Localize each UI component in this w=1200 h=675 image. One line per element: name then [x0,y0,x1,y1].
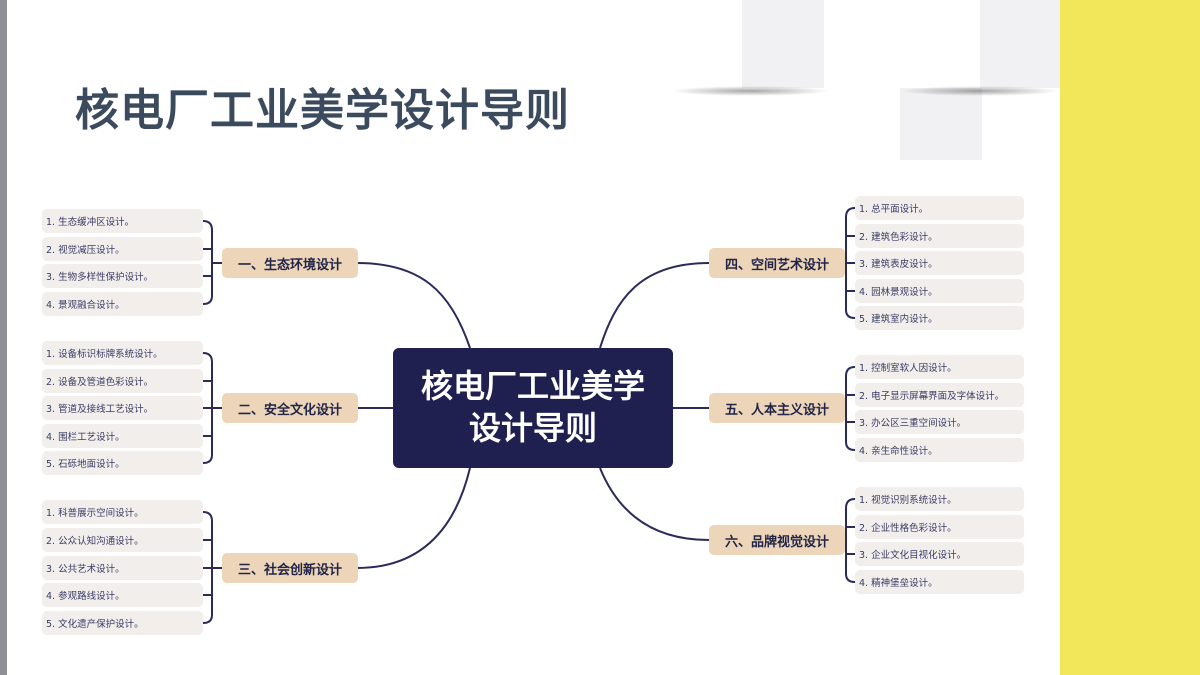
central-topic: 核电厂工业美学 设计导则 [393,348,673,468]
leaf-item: 2. 公众认知沟通设计。 [42,528,203,552]
leaf-item: 4. 围栏工艺设计。 [42,424,203,448]
leaf-item: 2. 设备及管道色彩设计。 [42,369,203,393]
decor-shadow [670,86,830,96]
leaf-item: 2. 电子显示屏幕界面及字体设计。 [855,383,1024,407]
leaf-item: 5. 文化遗产保护设计。 [42,611,203,635]
leaf-item: 4. 景观融合设计。 [42,292,203,316]
branch-ecology: 一、生态环境设计 [222,248,358,278]
leaf-item: 2. 建筑色彩设计。 [855,224,1024,248]
branch-safety-culture: 二、安全文化设计 [222,393,358,423]
leaf-item: 1. 总平面设计。 [855,196,1024,220]
leaf-item: 1. 视觉识别系统设计。 [855,487,1024,511]
decor-square [742,0,824,88]
leaf-item: 3. 公共艺术设计。 [42,556,203,580]
central-topic-line1: 核电厂工业美学 [420,367,645,406]
branch-humanism: 五、人本主义设计 [709,393,845,423]
decor-square [980,0,1060,88]
page-title: 核电厂工业美学设计导则 [75,85,570,136]
branch-brand-visual: 六、品牌视觉设计 [709,525,845,555]
central-topic-line2: 设计导则 [468,409,597,447]
leaf-item: 1. 控制室软人因设计。 [855,355,1024,379]
leaf-item: 4. 园林景观设计。 [855,279,1024,303]
leaf-item: 3. 企业文化目视化设计。 [855,542,1024,566]
leaf-item: 3. 管道及接线工艺设计。 [42,396,203,420]
left-edge-strip [0,0,7,675]
leaf-item: 4. 亲生命性设计。 [855,438,1024,462]
branch-spatial-art: 四、空间艺术设计 [709,248,845,278]
leaf-item: 5. 石砾地面设计。 [42,451,203,475]
leaf-item: 1. 设备标识标牌系统设计。 [42,341,203,365]
leaf-item: 1. 科普展示空间设计。 [42,500,203,524]
decor-square [900,88,982,160]
yellow-side-panel [1060,0,1200,675]
decor-shadow [900,86,1060,96]
leaf-item: 4. 精神堡垒设计。 [855,570,1024,594]
leaf-item: 4. 参观路线设计。 [42,583,203,607]
leaf-item: 3. 办公区三重空间设计。 [855,410,1024,434]
leaf-item: 5. 建筑室内设计。 [855,306,1024,330]
leaf-item: 3. 生物多样性保护设计。 [42,264,203,288]
leaf-item: 2. 企业性格色彩设计。 [855,515,1024,539]
leaf-item: 1. 生态缓冲区设计。 [42,209,203,233]
leaf-item: 2. 视觉减压设计。 [42,237,203,261]
branch-social-innovation: 三、社会创新设计 [222,553,358,583]
leaf-item: 3. 建筑表皮设计。 [855,251,1024,275]
